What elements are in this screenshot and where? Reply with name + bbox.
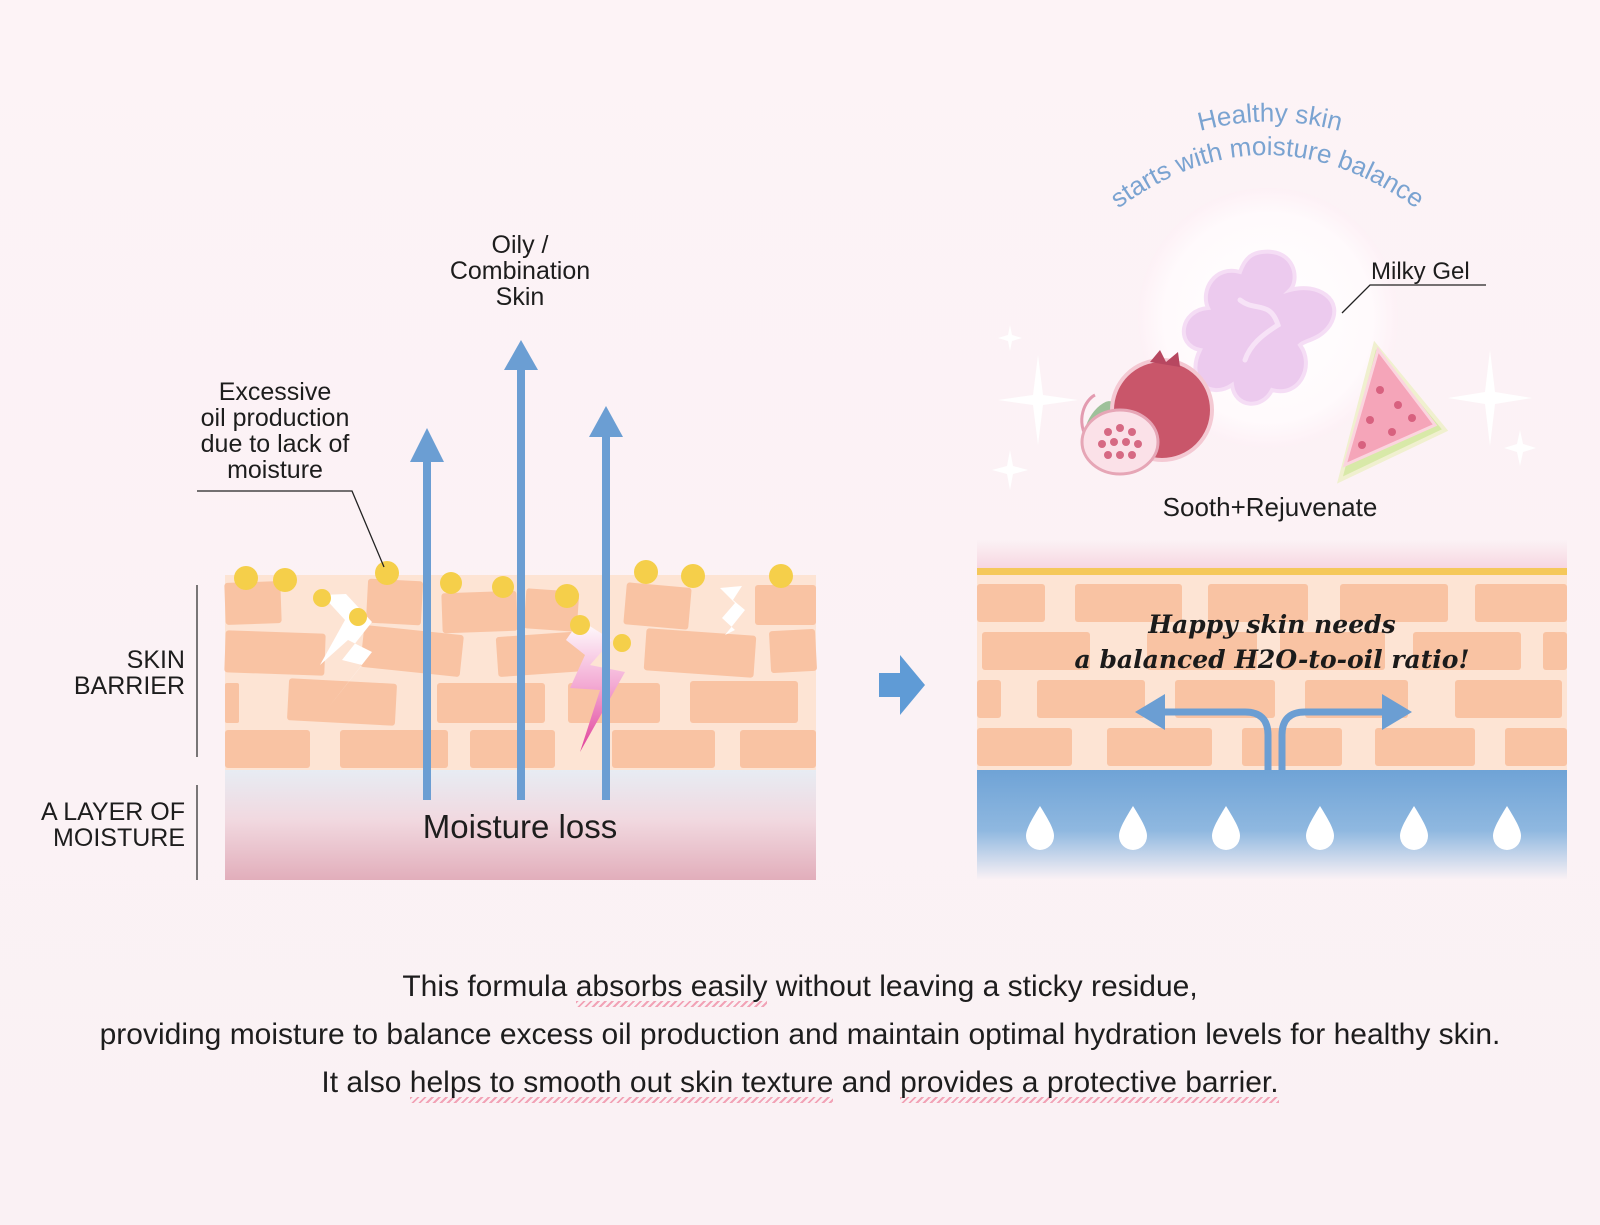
right-skin-block (977, 540, 1567, 880)
right-bricks (977, 584, 1567, 766)
skin-diagram: Healthy skin starts with moisture balanc… (196, 97, 1567, 880)
crack-pink (566, 620, 625, 752)
sparkle-icons (992, 325, 1536, 490)
watermelon-icon (1336, 340, 1449, 484)
highlight-smooth: helps to smooth out skin texture (409, 1066, 834, 1103)
skin-barrier-label: SKIN BARRIER (73, 646, 185, 700)
moisture-loss-arrows (410, 340, 623, 800)
balance-arrow-icon (1160, 708, 1385, 770)
right-moisture-layer (977, 770, 1567, 880)
description-line-2: providing moisture to balance excess oil… (99, 1018, 1501, 1051)
milky-gel-icon (1181, 249, 1337, 406)
transition-arrow-icon (879, 655, 925, 715)
moisture-loss-label: Moisture loss (422, 808, 618, 845)
moisture-layer-label: A LAYER OF MOISTURE (40, 798, 185, 852)
crack-2 (720, 586, 745, 635)
oil-droplets (234, 560, 793, 652)
highlight-absorbs: absorbs easily (575, 970, 768, 1007)
milky-gel-pointer (1341, 284, 1486, 314)
description-line-1: This formula absorbs easily without leav… (0, 970, 1600, 1007)
highlight-barrier: provides a protective barrier. (900, 1066, 1279, 1103)
sooth-rejuvenate-label: Sooth+Rejuvenate (1162, 492, 1378, 522)
excessive-oil-label: Excessive oil production due to lack of … (200, 378, 350, 484)
milky-gel-label: Milky Gel (1371, 258, 1470, 285)
pomegranate-icon (1080, 350, 1214, 476)
excess-pointer-line (197, 490, 385, 568)
arc-heading-line1: Healthy skin (1194, 97, 1345, 136)
tagline-line2: a balanced H2O-to-oil ratio! (1074, 645, 1470, 674)
tagline-line1: Happy skin needs (1148, 610, 1396, 639)
description-line-3: It also helps to smooth out skin texture… (0, 1066, 1600, 1103)
oily-combination-label: Oily / Combination Skin (449, 231, 591, 311)
water-drop-icons (1026, 806, 1521, 850)
